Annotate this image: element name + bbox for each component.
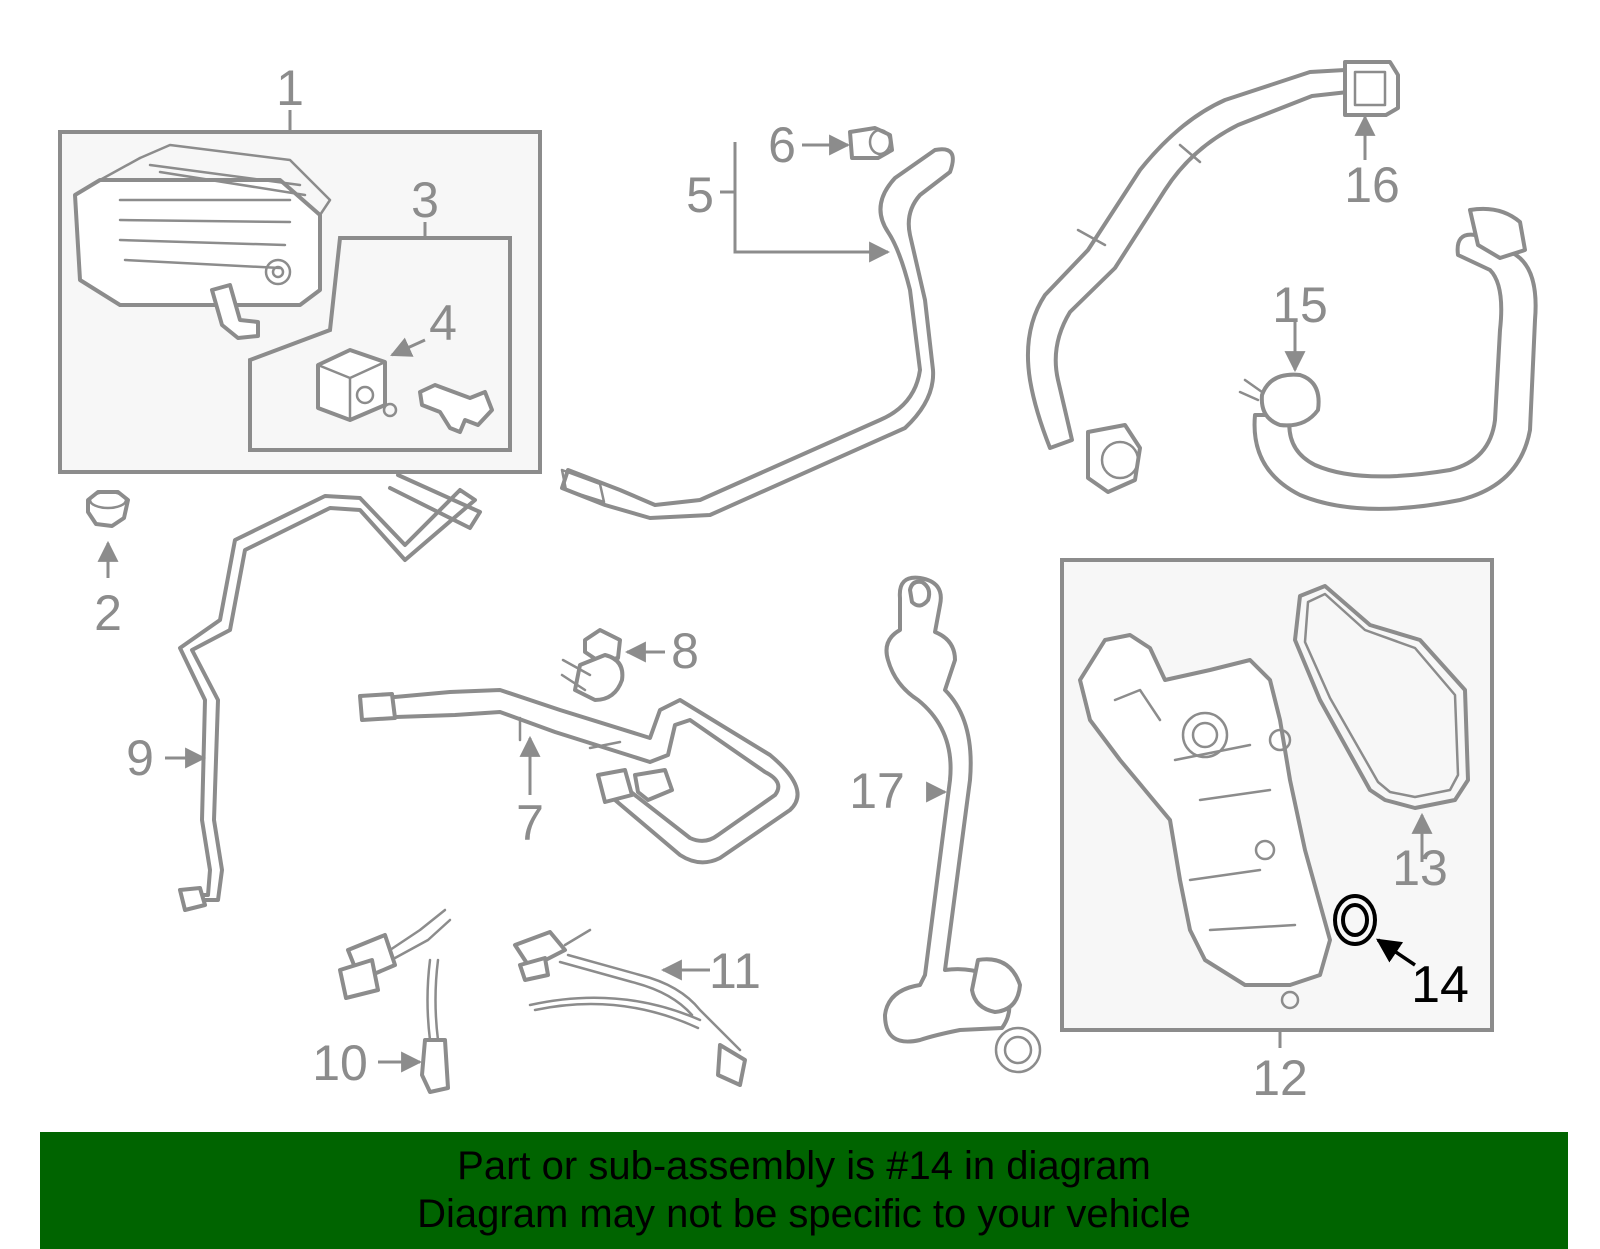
part-9-tube [165,473,482,912]
callout-4: 4 [429,295,457,351]
part-7-tube-assembly [358,688,800,865]
callout-7: 7 [516,795,544,851]
part-10-sensor [338,908,452,1094]
callout-17: 17 [849,763,905,819]
part-12-housing-box [1060,558,1494,1048]
callout-16: 16 [1344,157,1400,213]
callout-12: 12 [1252,1050,1308,1106]
part-2-nut [86,490,130,578]
callout-labels: 1 2 3 4 5 6 7 8 9 10 11 12 13 14 15 16 1… [94,60,1469,1106]
part-14-o-ring-highlighted [1333,894,1416,967]
info-banner: Part or sub-assembly is #14 in diagram D… [40,1132,1568,1249]
banner-line-disclaimer: Diagram may not be specific to your vehi… [417,1192,1191,1236]
part-4-purge-valve [316,337,494,434]
callout-13: 13 [1392,840,1448,896]
callout-9: 9 [126,730,154,786]
banner-line-part: Part or sub-assembly is #14 in diagram [457,1144,1151,1188]
part-11-sensor [513,928,747,1087]
callout-6: 6 [768,117,796,173]
callout-1: 1 [276,60,304,116]
callout-2: 2 [94,585,122,641]
part-8-clip [560,628,665,702]
callout-8: 8 [671,623,699,679]
callout-5: 5 [686,167,714,223]
callout-14: 14 [1411,956,1469,1014]
part-17-hose [883,575,1042,1074]
callout-15: 15 [1272,277,1328,333]
callout-10: 10 [312,1035,368,1091]
callout-11: 11 [709,943,761,999]
callout-3: 3 [411,172,439,228]
part-16-hose [1025,60,1400,494]
part-5-vapor-tube [560,142,955,520]
part-13-gasket [1293,584,1470,862]
part-15-hose [1238,206,1538,511]
part-6-connector-cap [802,126,894,160]
